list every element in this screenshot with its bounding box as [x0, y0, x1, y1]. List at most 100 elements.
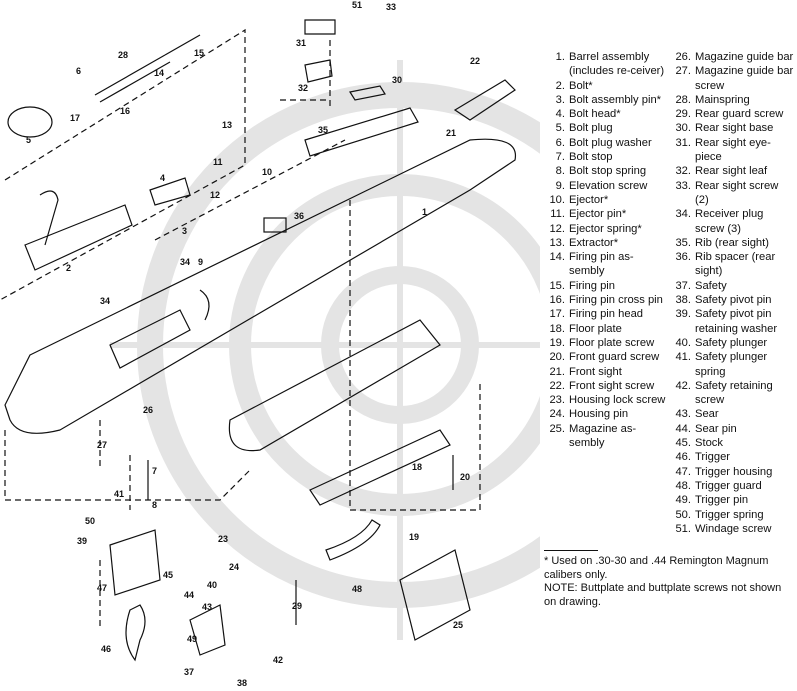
legend-item: 1.Barrel assembly (includes re-ceiver)	[555, 51, 665, 78]
legend-item: 19.Floor plate screw	[549, 336, 655, 349]
legend-column-right: 26.Magazine guide bar 27.Magazine guide …	[666, 50, 794, 536]
legend-item: 47.Trigger housing	[675, 465, 773, 478]
callout-44: 44	[184, 590, 194, 600]
legend-item: 41.Safety plunger spring	[675, 351, 768, 378]
legend-item: 2.Bolt*	[555, 79, 593, 92]
callout-5: 5	[26, 135, 31, 145]
footnote: * Used on .30-30 and .44 Remington Magnu…	[544, 555, 769, 581]
safety	[189, 604, 226, 656]
callout-labels: 51 33 31 28 15 6 14 30 22 32 5 17 16 13 …	[26, 0, 480, 688]
callout-17: 17	[70, 113, 80, 123]
rear-sight-base	[349, 85, 386, 101]
callout-13: 13	[222, 120, 232, 130]
legend-item: 25.Magazine as-sembly	[549, 422, 637, 450]
legend-item: 40.Safety plunger	[675, 336, 768, 349]
callout-8: 8	[152, 500, 157, 510]
callout-40: 40	[207, 580, 217, 590]
callout-33: 33	[386, 2, 396, 12]
legend-item: 39.Safety pivot pin retaining washer	[675, 308, 778, 335]
callout-50: 50	[85, 516, 95, 526]
legend-item: 14.Firing pin as-sembly	[549, 251, 634, 278]
callout-25: 25	[453, 620, 463, 630]
callout-35: 35	[318, 125, 328, 135]
legend-item: 18.Floor plate	[549, 322, 622, 335]
callout-34-top: 34	[180, 257, 190, 267]
callout-48: 48	[352, 584, 362, 594]
legend-item: 29.Rear guard screw	[675, 108, 784, 121]
legend-item: 17.Firing pin head	[549, 308, 644, 321]
callout-31: 31	[296, 38, 306, 48]
callout-41: 41	[114, 489, 124, 499]
footnote-rule	[544, 550, 598, 552]
callout-21: 21	[446, 128, 456, 138]
rear-sight-rib	[304, 107, 419, 157]
callout-23: 23	[218, 534, 228, 544]
callout-51: 51	[352, 0, 362, 10]
legend-item: 28.Mainspring	[675, 93, 750, 106]
callout-14: 14	[154, 68, 164, 78]
assembly-guide-lines	[0, 28, 481, 630]
legend-item: 23.Housing lock screw	[549, 394, 666, 407]
legend-column-left: 1.Barrel assembly (includes re-ceiver) 2…	[540, 50, 666, 536]
legend-item: 34.Receiver plug screw (3)	[675, 208, 764, 235]
callout-15: 15	[194, 48, 204, 58]
callout-29: 29	[292, 601, 302, 611]
legend-item: 12.Ejector spring*	[549, 222, 642, 235]
legend-item: 20.Front guard screw	[549, 351, 660, 364]
legend-item: 21.Front sight	[549, 365, 622, 378]
legend-item: 13.Extractor*	[549, 236, 619, 249]
callout-46: 46	[101, 644, 111, 654]
barrel-assembly	[4, 138, 517, 434]
callout-22: 22	[470, 56, 480, 66]
barrel-ring	[199, 289, 210, 321]
callout-1: 1	[422, 207, 427, 217]
callout-28: 28	[118, 50, 128, 60]
callout-36: 36	[294, 211, 304, 221]
legend-item: 15.Firing pin	[549, 279, 616, 292]
legend-item: 4.Bolt head*	[555, 108, 621, 121]
callout-37: 37	[184, 667, 194, 677]
bolt-handle	[39, 190, 59, 246]
legend-item: 10.Ejector*	[549, 193, 609, 206]
watermark-target	[110, 60, 540, 640]
callout-16: 16	[120, 106, 130, 116]
legend-item: 49.Trigger pin	[675, 494, 749, 507]
legend-item: 6.Bolt plug washer	[555, 136, 652, 149]
floor-plate	[309, 429, 451, 506]
legend-item: 24.Housing pin	[549, 408, 629, 421]
callout-7: 7	[152, 466, 157, 476]
legend-item: 22.Front sight screw	[549, 379, 655, 392]
callout-42: 42	[273, 655, 283, 665]
legend-item: 42.Safety retaining screw	[675, 379, 773, 407]
bolt-plug	[7, 106, 53, 138]
callout-19: 19	[409, 532, 419, 542]
legend-item: 9.Elevation screw	[555, 179, 648, 192]
bolt-body	[24, 204, 133, 271]
callout-10: 10	[262, 167, 272, 177]
legend-item: 31.Rear sight eye-piece	[675, 136, 771, 164]
legend-item: 38.Safety pivot pin	[675, 294, 772, 307]
callout-39: 39	[77, 536, 87, 546]
legend-item: 11.Ejector pin*	[550, 208, 627, 221]
callout-4: 4	[160, 173, 165, 183]
legend-item: 32.Rear sight leaf	[675, 165, 768, 178]
callout-11: 11	[213, 157, 223, 167]
legend-item: 51.Windage screw	[675, 522, 772, 535]
callout-6: 6	[76, 66, 81, 76]
legend-item: 26.Magazine guide bar	[675, 51, 794, 63]
legend-item: 46.Trigger	[675, 451, 731, 464]
stock	[228, 319, 441, 452]
callout-43: 43	[202, 602, 212, 612]
receiver-port	[109, 309, 191, 369]
callout-9: 9	[198, 257, 203, 267]
callout-27: 27	[97, 440, 107, 450]
legend-item: 8.Bolt stop spring	[555, 165, 647, 178]
callout-20: 20	[460, 472, 470, 482]
rear-sight-leaf	[304, 59, 333, 83]
callout-18: 18	[412, 462, 422, 472]
legend-item: 45.Stock	[675, 437, 723, 450]
legend-item: 7.Bolt stop	[555, 151, 613, 164]
legend-item: 16.Firing pin cross pin	[549, 294, 663, 307]
trigger	[125, 604, 146, 662]
trigger-guard	[325, 519, 381, 561]
